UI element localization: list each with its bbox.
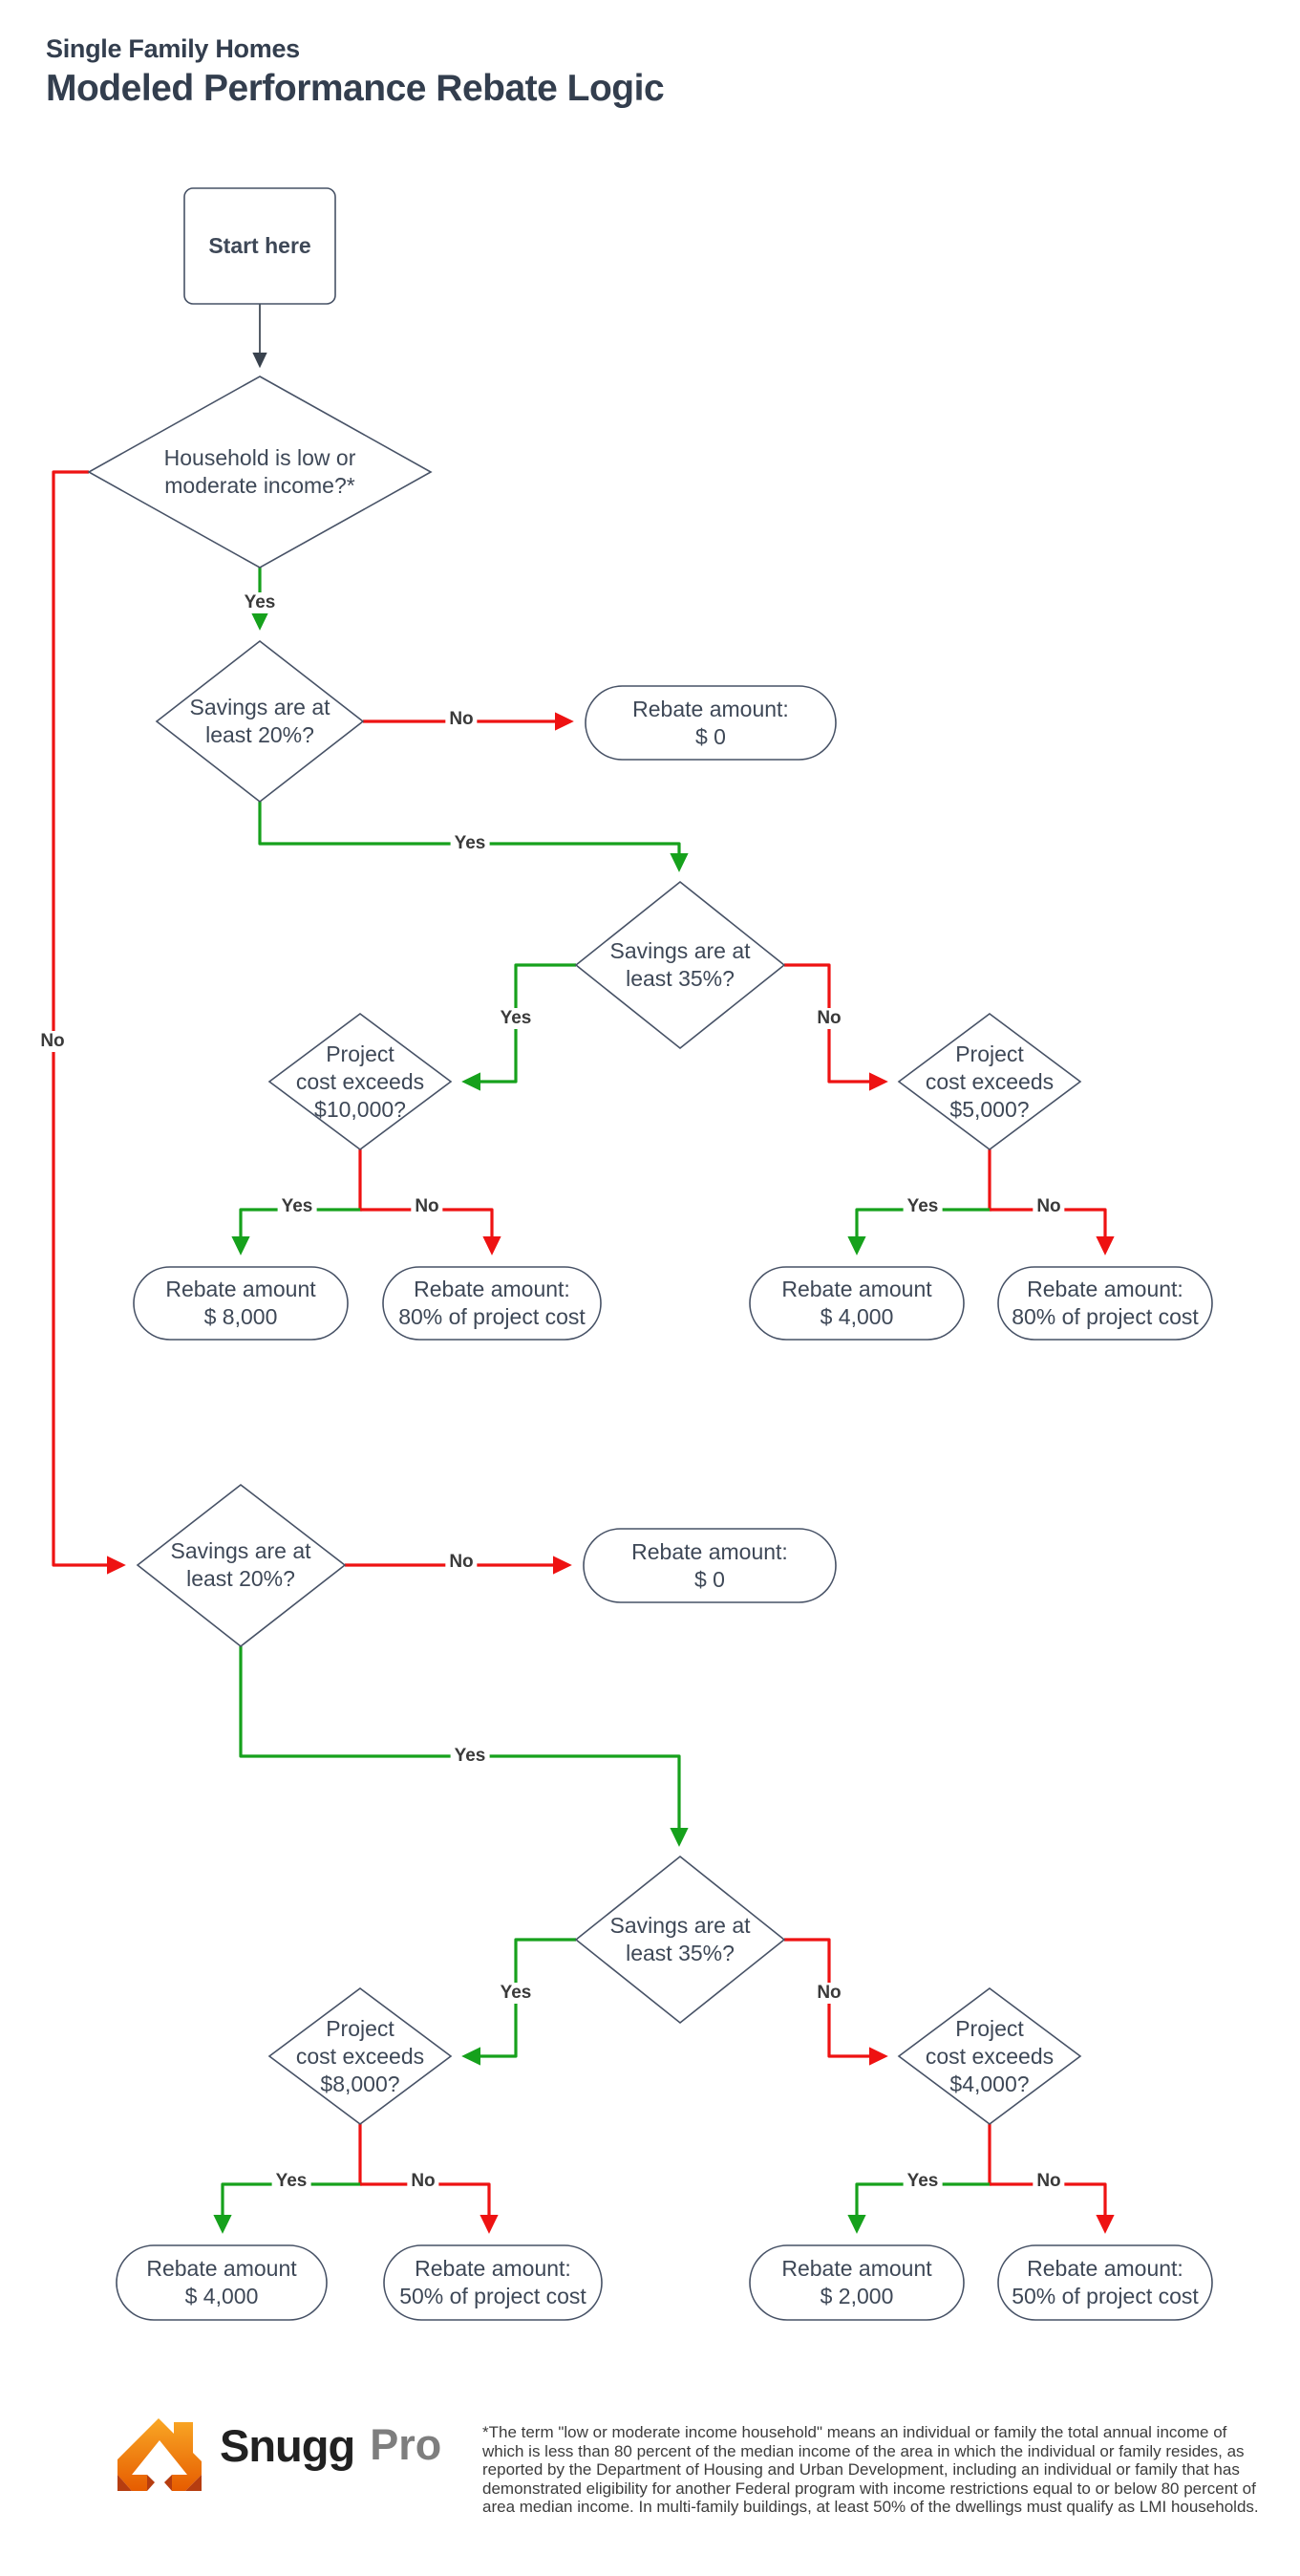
node-s2-cost4000: Project cost exceeds $4,000? bbox=[925, 2015, 1055, 2096]
node-s2-savings20: Savings are at least 20%? bbox=[170, 1538, 311, 1591]
node-s1-rebate-80pct-right: Rebate amount: 80% of project cost bbox=[1012, 1277, 1199, 1329]
edge-label-s2-4000-yes: Yes bbox=[903, 2171, 943, 2192]
s2-rebate-50pct-left-pill bbox=[383, 2244, 603, 2321]
node-household-lmi: Household is low or moderate income?* bbox=[163, 445, 356, 498]
s1-rebate-8000-pill bbox=[133, 1266, 349, 1341]
node-s1-savings20: Savings are at least 20%? bbox=[189, 695, 330, 747]
node-start: Start here bbox=[208, 233, 311, 258]
brand-name: Snugg bbox=[220, 2419, 355, 2471]
lmi-footnote: *The term "low or moderate income househ… bbox=[482, 2423, 1259, 2516]
node-s2-rebate-2000: Rebate amount $ 2,000 bbox=[781, 2256, 932, 2308]
s2-cost8000-diamond bbox=[267, 1987, 453, 2125]
node-s2-rebate-50pct-left: Rebate amount: 50% of project cost bbox=[399, 2256, 586, 2308]
s2-rebate-4000-pill bbox=[116, 2244, 328, 2321]
s1-cost10000-diamond bbox=[267, 1013, 453, 1150]
node-s1-cost5000: Project cost exceeds $5,000? bbox=[925, 1041, 1055, 1122]
node-s2-cost8000: Project cost exceeds $8,000? bbox=[295, 2015, 425, 2096]
edge-s2-8000-no bbox=[360, 2182, 499, 2234]
edge-label-s1-5000-yes: Yes bbox=[903, 1196, 943, 1217]
edge-label-s1-5000-no: No bbox=[1033, 1196, 1065, 1217]
edge-label-s1-10000-no: No bbox=[411, 1196, 443, 1217]
brand-suffix: Pro bbox=[370, 2420, 442, 2469]
page-header: Single Family Homes Modeled Performance … bbox=[46, 34, 665, 110]
s2-cost4000-diamond bbox=[897, 1987, 1082, 2125]
edge-s1-5000-yes bbox=[847, 1208, 991, 1256]
page-title: Modeled Performance Rebate Logic bbox=[46, 68, 665, 109]
snugg-pro-logo: Snugg Pro bbox=[117, 2412, 441, 2479]
node-s2-rebate-50pct-right: Rebate amount: 50% of project cost bbox=[1012, 2256, 1199, 2308]
node-s2-rebate-4000: Rebate amount $ 4,000 bbox=[146, 2256, 297, 2308]
edge-s2-8000-yes bbox=[213, 2182, 362, 2234]
snugg-house-icon bbox=[117, 2418, 202, 2491]
edge-label-s1-20-no: No bbox=[445, 709, 478, 730]
household-lmi-diamond bbox=[87, 376, 433, 569]
s1-rebate-80pct-right-pill bbox=[997, 1266, 1213, 1341]
edge-label-s2-20-no: No bbox=[445, 1552, 478, 1573]
s1-savings35-diamond bbox=[574, 880, 786, 1050]
edge-s2-4000-yes bbox=[847, 2182, 991, 2234]
edge-household-no bbox=[52, 470, 126, 1575]
node-s1-rebate-8000: Rebate amount $ 8,000 bbox=[165, 1277, 316, 1329]
edge-label-s2-35-no: No bbox=[813, 1983, 845, 2004]
start-node-shape bbox=[183, 187, 336, 305]
s2-savings35-diamond bbox=[574, 1855, 786, 2025]
node-s1-savings35: Savings are at least 35%? bbox=[609, 938, 751, 991]
edge-label-s1-20-yes: Yes bbox=[450, 833, 490, 854]
node-s1-rebate-80pct-left: Rebate amount: 80% of project cost bbox=[398, 1277, 586, 1329]
edge-s2-4000-no bbox=[990, 2182, 1115, 2234]
node-s2-rebate-zero: Rebate amount: $ 0 bbox=[631, 1538, 788, 1592]
edge-label-s2-8000-yes: Yes bbox=[271, 2171, 311, 2192]
s1-rebate-zero-pill bbox=[585, 685, 837, 761]
edge-label-s1-35-no: No bbox=[813, 1008, 845, 1029]
edge-s1-10000-no bbox=[360, 1208, 501, 1256]
edge-label-household-no: No bbox=[36, 1031, 69, 1052]
edge-label-household-yes: Yes bbox=[240, 592, 280, 613]
edge-s1-5000-no bbox=[990, 1208, 1115, 1256]
s2-rebate-zero-pill bbox=[583, 1528, 837, 1603]
edge-label-s2-20-yes: Yes bbox=[450, 1746, 490, 1767]
edge-label-s2-8000-no: No bbox=[407, 2171, 439, 2192]
page-subtitle: Single Family Homes bbox=[46, 34, 300, 63]
edge-label-s2-35-yes: Yes bbox=[496, 1983, 536, 2004]
s1-rebate-80pct-left-pill bbox=[382, 1266, 602, 1341]
edge-label-s1-35-yes: Yes bbox=[496, 1008, 536, 1029]
edge-label-s2-4000-no: No bbox=[1033, 2171, 1065, 2192]
node-s1-rebate-zero: Rebate amount: $ 0 bbox=[632, 696, 789, 749]
s1-savings20-diamond bbox=[155, 639, 365, 804]
edge-s1-10000-yes bbox=[231, 1208, 362, 1256]
edge-label-s1-10000-yes: Yes bbox=[277, 1196, 317, 1217]
node-s1-cost10000: Project cost exceeds $10,000? bbox=[295, 1041, 425, 1122]
edge-s2-20-yes bbox=[239, 1646, 689, 1847]
s2-rebate-50pct-right-pill bbox=[997, 2244, 1213, 2321]
node-s1-rebate-4000: Rebate amount $ 4,000 bbox=[781, 1277, 932, 1329]
node-s2-savings35: Savings are at least 35%? bbox=[609, 1913, 751, 1965]
s1-rebate-4000-pill bbox=[749, 1266, 965, 1341]
s2-savings20-diamond bbox=[136, 1483, 347, 1648]
s1-cost5000-diamond bbox=[897, 1013, 1082, 1150]
s2-rebate-2000-pill bbox=[749, 2244, 965, 2321]
